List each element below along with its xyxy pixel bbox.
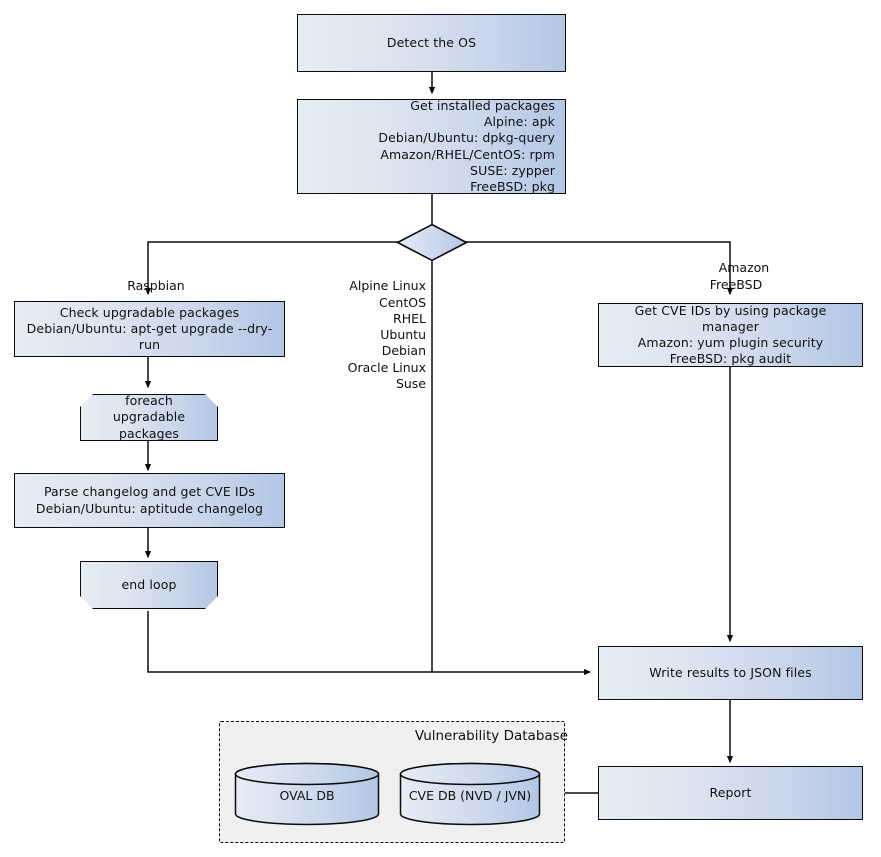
db-cve[interactable]: CVE DB (NVD / JVN) bbox=[399, 762, 541, 826]
group-vulnerability-database-title: Vulnerability Database bbox=[414, 728, 568, 744]
edge-label-amazon-freebsd: Amazon FreeBSD bbox=[709, 260, 770, 292]
node-parse-changelog[interactable]: Parse changelog and get CVE IDs Debian/U… bbox=[14, 473, 285, 528]
edge-label-center-os-list: Alpine Linux CentOS RHEL Ubuntu Debian O… bbox=[347, 278, 426, 391]
cylinder-shape bbox=[399, 762, 541, 826]
node-end-loop-label: end loop bbox=[121, 576, 177, 592]
node-check-upgradable-packages[interactable]: Check upgradable packages Debian/Ubuntu:… bbox=[14, 301, 285, 357]
node-report[interactable]: Report bbox=[598, 766, 863, 820]
edge-label-raspbian: Raspbian bbox=[127, 278, 185, 294]
node-get-installed-packages[interactable]: Get installed packages Alpine: apk Debia… bbox=[297, 97, 566, 194]
node-get-cve-ids[interactable]: Get CVE IDs by using package manager Ama… bbox=[598, 303, 863, 367]
node-write-results-label: Write results to JSON files bbox=[649, 664, 812, 680]
db-oval[interactable]: OVAL DB bbox=[234, 762, 380, 826]
node-foreach-label: foreach upgradable packages bbox=[112, 393, 186, 441]
diamond-shape bbox=[395, 223, 469, 262]
node-foreach-upgradable-packages[interactable]: foreach upgradable packages bbox=[80, 393, 218, 441]
node-check-upgradable-packages-label: Check upgradable packages Debian/Ubuntu:… bbox=[26, 304, 273, 353]
node-get-cve-ids-label: Get CVE IDs by using package manager Ama… bbox=[634, 302, 827, 367]
node-report-label: Report bbox=[709, 784, 752, 800]
db-oval-label: OVAL DB bbox=[279, 788, 335, 803]
loop-end-shape bbox=[80, 561, 218, 609]
node-parse-changelog-label: Parse changelog and get CVE IDs Debian/U… bbox=[35, 484, 264, 516]
cylinder-shape bbox=[234, 762, 380, 826]
node-detect-os[interactable]: Detect the OS bbox=[297, 14, 566, 72]
node-detect-os-label: Detect the OS bbox=[386, 34, 477, 50]
node-end-loop[interactable]: end loop bbox=[80, 561, 218, 609]
node-write-results[interactable]: Write results to JSON files bbox=[598, 646, 863, 700]
loop-start-shape bbox=[80, 394, 218, 441]
node-get-installed-packages-label: Get installed packages Alpine: apk Debia… bbox=[378, 97, 555, 194]
node-os-decision[interactable] bbox=[395, 223, 469, 262]
db-cve-label: CVE DB (NVD / JVN) bbox=[408, 788, 532, 803]
